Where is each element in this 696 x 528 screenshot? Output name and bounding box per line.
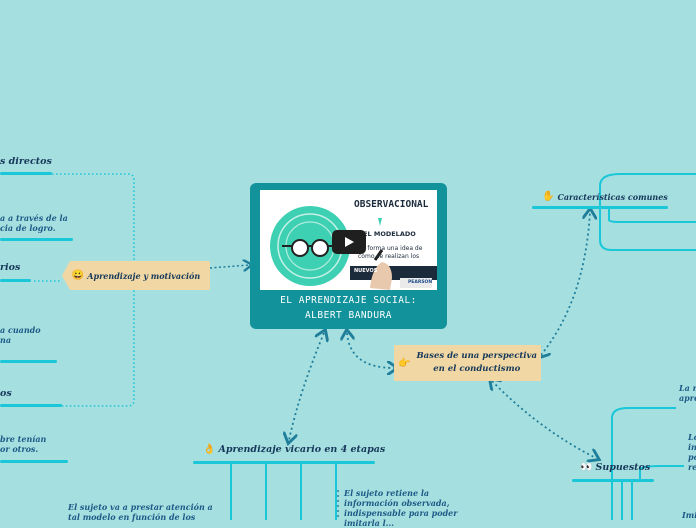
pointing-right-icon: 👉 [398, 357, 411, 369]
right-note-b-4: re [688, 462, 696, 472]
connector-bases-caracteristicas [541, 212, 590, 355]
central-topic-title: EL APRENDIZAJE SOCIAL: ALBERT BANDURA [250, 293, 447, 323]
node-supuestos[interactable]: 👀 Supuestos [580, 462, 650, 473]
raised-hand-icon: ✋ [542, 191, 555, 202]
left-note-os-underline [0, 460, 68, 463]
left-item-rios[interactable]: rios [0, 262, 21, 273]
right-note-a-1: La m [679, 383, 696, 393]
left-item-os[interactable]: os [0, 388, 12, 399]
node-supuestos-underline [572, 479, 654, 482]
play-icon [345, 237, 354, 247]
vicario-branches [230, 463, 337, 520]
connector-center-vicario [289, 333, 324, 440]
central-topic-card[interactable]: OBSERVACIONAL EL MODELADO Se forma una i… [250, 183, 447, 329]
right-note-b-2: in [688, 442, 696, 452]
left-note-os-1: bre tenían [0, 434, 47, 444]
thumbnail-line-2: cómo se realizan los [358, 253, 420, 260]
left-note-rios-underline [0, 360, 57, 363]
thumbnail-badge: NUEVOS [354, 268, 378, 274]
central-topic-title-line-2: ALBERT BANDURA [304, 310, 393, 321]
node-caracteristicas-underline [532, 206, 668, 209]
node-aprendizaje-motivacion-label: Aprendizaje y motivación [87, 270, 201, 281]
bottom-note-retencion-2: información observada, [344, 498, 450, 508]
node-aprendizaje-vicario-underline [193, 461, 375, 464]
bottom-note-atencion-1: El sujeto va a prestar atención a [68, 502, 213, 512]
connector-center-bases [347, 333, 394, 368]
left-note-os-2: or otros. [0, 444, 39, 454]
node-bases-label-line-1: Bases de una perspectiva [416, 351, 537, 361]
video-play-button[interactable] [332, 230, 366, 254]
thumbnail-line-1: Se forma una idea de [358, 245, 423, 252]
node-aprendizaje-motivacion[interactable]: 😀 Aprendizaje y motivación [62, 261, 210, 290]
node-bases-label-line-2: en el conductismo [433, 364, 521, 374]
thumbnail-brand: PEARSON [408, 280, 433, 285]
caracteristicas-branches [599, 173, 696, 251]
node-aprendizaje-vicario-label: Aprendizaje vicario en 4 etapas [218, 444, 386, 455]
ok-hand-icon: 👌 [203, 444, 216, 455]
connector-bases-supuestos [492, 381, 596, 458]
thumbnail-heading: OBSERVACIONAL [354, 199, 429, 210]
thumbnail-subheading: EL MODELADO [363, 230, 416, 238]
left-item-os-underline [0, 404, 62, 407]
video-thumbnail[interactable]: OBSERVACIONAL EL MODELADO Se forma una i… [260, 190, 437, 290]
right-note-b-3: po [688, 452, 696, 462]
left-item-directos-underline [0, 172, 52, 175]
left-note-directos-2: cia de logro. [0, 223, 56, 233]
left-item-directos[interactable]: s directos [0, 156, 52, 167]
central-topic-title-line-1: EL APRENDIZAJE SOCIAL: [280, 295, 417, 306]
bottom-note-atencion-2: tal modelo en función de los [68, 512, 196, 522]
node-aprendizaje-vicario[interactable]: 👌 Aprendizaje vicario en 4 etapas [203, 444, 385, 455]
left-note-directos-underline [0, 238, 73, 241]
node-caracteristicas-label: Características comunes [557, 191, 668, 202]
connector-motivation-center [209, 265, 249, 268]
left-branch-lines [34, 173, 135, 407]
bottom-note-retencion-1: El sujeto retiene la [344, 488, 430, 498]
left-note-rios-2: na [0, 335, 11, 345]
node-supuestos-label: Supuestos [595, 462, 651, 473]
left-note-rios-1: a cuando [0, 325, 41, 335]
grinning-face-icon: 😀 [71, 270, 85, 281]
left-note-directos-1: a a través de la [0, 213, 68, 223]
node-caracteristicas-comunes[interactable]: ✋ Características comunes [542, 191, 668, 202]
supuestos-branches [611, 407, 684, 520]
left-item-rios-underline [0, 279, 31, 282]
node-bases-conductismo[interactable]: 👉 Bases de una perspectiva en el conduct… [394, 345, 541, 381]
right-note-c-1: Imi [682, 510, 696, 520]
bottom-note-retencion-3: indispensable para poder [344, 508, 458, 518]
eyes-icon: 👀 [580, 462, 593, 473]
right-note-b-1: Lo [688, 432, 696, 442]
